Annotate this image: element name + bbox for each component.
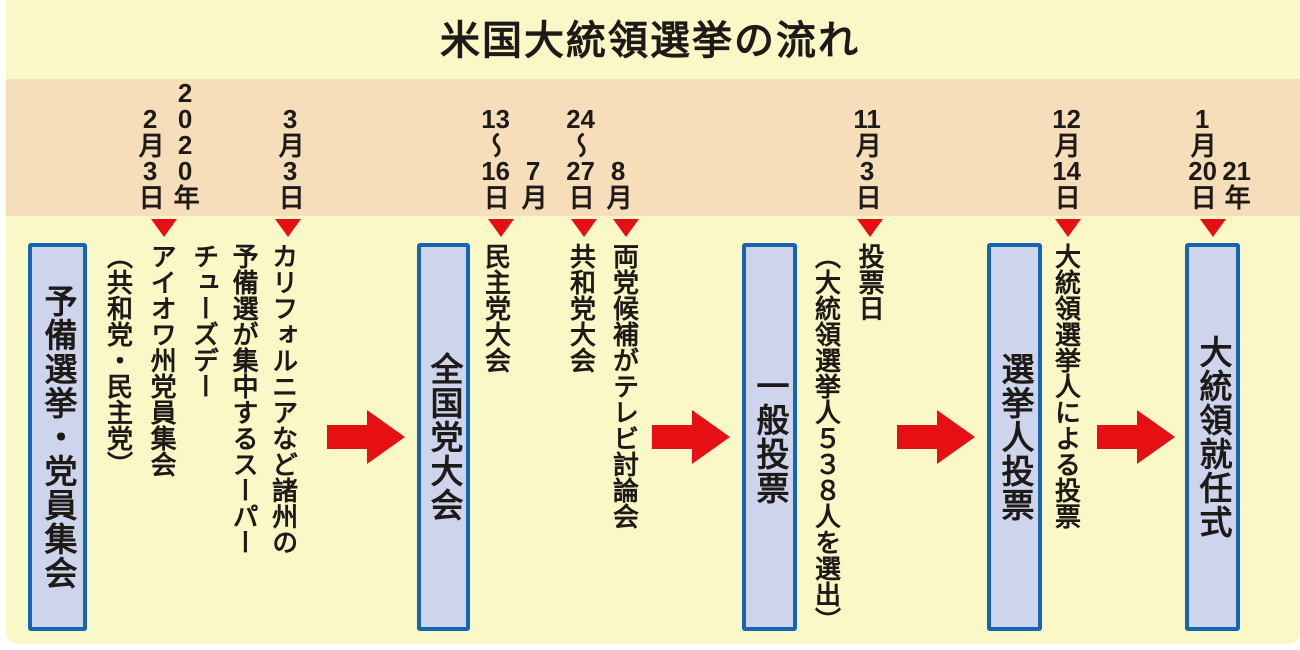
annotation-column: チューズデー bbox=[189, 243, 220, 399]
date-marker-icon bbox=[488, 219, 514, 237]
date-column: 13〜16日 bbox=[480, 106, 511, 210]
date-aug24-27: 24〜27日 8月 bbox=[565, 106, 634, 210]
date-column: 2月3日 bbox=[135, 106, 166, 210]
date-column: 8月 bbox=[603, 158, 634, 210]
date-column: 12月14日 bbox=[1051, 106, 1082, 210]
date-marker-icon bbox=[1055, 219, 1081, 237]
stage-box-general-vote: 一般投票 bbox=[742, 243, 797, 631]
stage-label: 大統領就任式 bbox=[1194, 335, 1232, 539]
stage-box-national-convention: 全国党大会 bbox=[417, 243, 470, 631]
date-column: 1月20日 bbox=[1187, 106, 1218, 210]
stage-label: 予備選挙・党員集会 bbox=[39, 284, 77, 590]
annotation-column: カリフォルニアなど諸州の bbox=[268, 243, 299, 555]
annotation-column: 民主党大会 bbox=[481, 243, 512, 373]
date-dec14: 12月14日 bbox=[1051, 106, 1082, 210]
date-column: 7月 bbox=[518, 158, 549, 210]
annotation-tv-debates: 両党候補がテレビ討論会 bbox=[609, 243, 640, 529]
date-nov3: 11月3日 bbox=[852, 106, 883, 210]
timeline-date-band bbox=[6, 79, 1300, 216]
date-jan20-2021: 1月20日 21年 bbox=[1187, 106, 1252, 210]
annotation-column: （大統領選挙人５３８人を選出） bbox=[811, 243, 842, 633]
flow-arrow-icon bbox=[327, 410, 405, 464]
date-column: 21年 bbox=[1221, 158, 1252, 210]
annotation-super-tuesday: チューズデー 予備選が集中するスーパー カリフォルニアなど諸州の bbox=[189, 243, 299, 555]
date-feb3-2020: 2月3日 2020年 bbox=[135, 80, 201, 210]
date-marker-icon bbox=[275, 219, 301, 237]
stage-label: 全国党大会 bbox=[425, 352, 463, 522]
annotation-column: 投票日 bbox=[855, 243, 886, 321]
annotation-column: 両党候補がテレビ討論会 bbox=[609, 243, 640, 529]
date-column: 2020年 bbox=[170, 80, 201, 210]
stage-box-electoral-vote: 選挙人投票 bbox=[987, 243, 1042, 631]
flow-arrow-icon bbox=[1097, 410, 1175, 464]
annotation-column: 大統領選挙人による投票 bbox=[1051, 243, 1082, 529]
date-column: 24〜27日 bbox=[565, 106, 596, 210]
date-marker-icon bbox=[151, 219, 177, 237]
date-marker-icon bbox=[571, 219, 597, 237]
annotation-column: （共和党・民主党） bbox=[103, 243, 134, 477]
date-column: 3月3日 bbox=[275, 106, 306, 210]
annotation-electors-vote: 大統領選挙人による投票 bbox=[1051, 243, 1082, 529]
stage-box-primaries: 予備選挙・党員集会 bbox=[28, 243, 87, 631]
annotation-column: アイオワ州党員集会 bbox=[147, 243, 178, 477]
annotation-iowa-caucus: （共和党・民主党） アイオワ州党員集会 bbox=[103, 243, 178, 477]
date-marker-icon bbox=[1200, 219, 1226, 237]
annotation-column: 共和党大会 bbox=[566, 243, 597, 373]
annotation-democratic-convention: 民主党大会 bbox=[481, 243, 512, 373]
flow-arrow-icon bbox=[897, 410, 975, 464]
annotation-republican-convention: 共和党大会 bbox=[566, 243, 597, 373]
flow-arrow-icon bbox=[652, 410, 730, 464]
date-mar3: 3月3日 bbox=[275, 106, 306, 210]
date-column: 11月3日 bbox=[852, 106, 883, 210]
date-marker-icon bbox=[613, 219, 639, 237]
annotation-election-day: （大統領選挙人５３８人を選出） 投票日 bbox=[811, 243, 886, 633]
stage-label: 選挙人投票 bbox=[996, 352, 1034, 522]
annotation-column: 予備選が集中するスーパー bbox=[229, 243, 260, 555]
date-jul13-16: 13〜16日 7月 bbox=[480, 106, 549, 210]
stage-label: 一般投票 bbox=[751, 369, 789, 505]
page-title: 米国大統領選挙の流れ bbox=[440, 19, 860, 63]
date-marker-icon bbox=[857, 219, 883, 237]
stage-box-inauguration: 大統領就任式 bbox=[1185, 243, 1240, 631]
